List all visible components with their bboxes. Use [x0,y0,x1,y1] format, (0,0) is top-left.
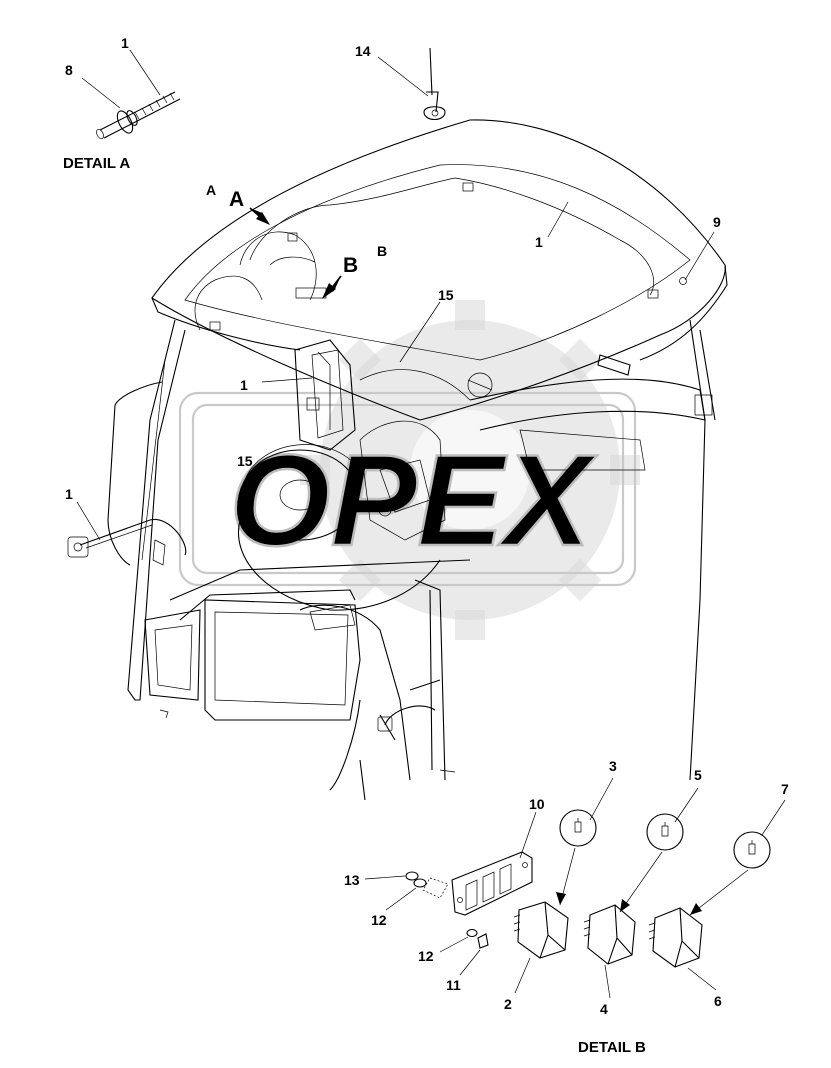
marker-b-large: B [343,254,358,277]
callout-10: 10 [529,796,545,812]
callout-12-top: 12 [371,912,387,928]
symbol-7-icon [733,831,771,869]
callout-8: 8 [65,62,73,78]
callout-13: 13 [344,872,360,888]
marker-a-small: A [206,182,216,198]
callout-15-top: 15 [438,287,454,303]
callout-6: 6 [714,993,722,1009]
callout-labels: 1 8 14 9 1 15 1 15 1 3 5 7 10 13 12 12 1… [65,35,789,1017]
cab-drawing [67,47,728,801]
detail-a-caption: DETAIL A [63,155,130,172]
watermark-outer-frame [178,391,637,587]
marker-a-large: A [229,188,244,211]
watermark-inner-frame [191,403,625,575]
callout-12-bottom: 12 [418,948,434,964]
callout-1-pillar: 1 [240,377,248,393]
symbol-3-icon [559,809,597,847]
callout-14: 14 [355,43,371,59]
callout-1-roof: 1 [535,234,543,250]
marker-b-small: B [377,243,387,259]
detail-labels: DETAIL A DETAIL B A B A B [63,155,646,1056]
roof-outline [151,119,726,421]
callout-3: 3 [609,758,617,774]
watermark: OPEX [178,300,640,640]
callout-4: 4 [600,1001,608,1017]
callout-2: 2 [504,996,512,1012]
symbol-5-icon [646,813,684,851]
callout-1-detail: 1 [121,35,129,51]
callout-5: 5 [694,767,702,783]
leader-lines [76,49,786,999]
detail-b-caption: DETAIL B [578,1039,646,1056]
callout-7: 7 [781,781,789,797]
callout-15-mid: 15 [237,453,253,469]
watermark-text: OPEX [229,427,598,573]
detail-a-drawing [96,91,181,140]
callout-11: 11 [446,977,461,993]
callout-9: 9 [713,214,721,230]
detail-b-drawing [405,809,771,968]
callout-1-left: 1 [65,486,73,502]
